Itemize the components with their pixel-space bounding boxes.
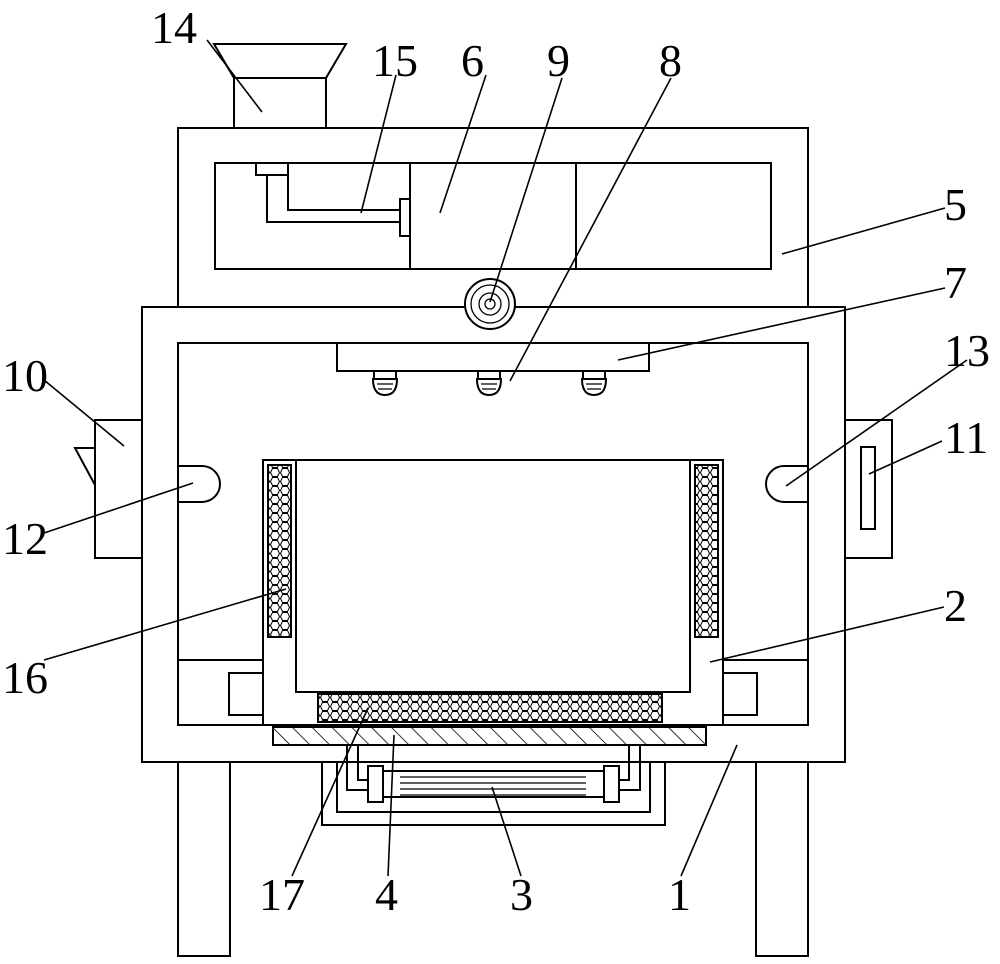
leader-1 [680, 744, 738, 877]
right-leg [755, 761, 809, 957]
label-3: 3 [510, 869, 533, 920]
label-12: 12 [2, 513, 48, 564]
right-hanger [619, 745, 641, 791]
leader-11 [868, 440, 943, 475]
label-8: 8 [659, 35, 682, 86]
left-filter-mesh [267, 464, 292, 638]
pipe [266, 175, 402, 223]
fan-outer [464, 278, 516, 330]
upper-housing [177, 127, 809, 309]
label-1: 1 [668, 869, 691, 920]
heater-fins [400, 776, 586, 796]
label-7: 7 [944, 257, 967, 308]
leader-12 [43, 482, 194, 534]
hopper-neck [233, 77, 327, 129]
label-2: 2 [944, 580, 967, 631]
right-support-block [722, 672, 758, 716]
label-5: 5 [944, 179, 967, 230]
leader-15 [360, 74, 397, 214]
basket-inner [295, 460, 691, 693]
left-end-cap [367, 765, 384, 803]
label-13: 13 [944, 325, 990, 376]
bottom-filter-mesh [317, 693, 663, 723]
leader-9 [489, 77, 563, 303]
nozzle-middle [475, 370, 503, 397]
nozzle-right [580, 370, 608, 397]
pipe-flange [399, 198, 411, 237]
leader-10 [43, 379, 125, 447]
left-side-spout [73, 447, 96, 486]
left-side-box [94, 419, 143, 559]
leader-2 [709, 606, 945, 663]
fan-mid [470, 284, 510, 324]
label-10: 10 [2, 350, 48, 401]
fan-hub [484, 298, 496, 310]
label-17: 17 [259, 869, 305, 920]
leader-5 [781, 207, 946, 255]
leader-8 [509, 77, 672, 382]
right-bearing [765, 465, 809, 503]
hopper-funnel [212, 43, 348, 79]
heater-inner-bracket [336, 762, 651, 813]
right-filter-mesh [694, 464, 719, 638]
right-end-cap [603, 765, 620, 803]
leader-7 [617, 287, 946, 361]
label-11: 11 [944, 412, 988, 463]
nozzle-left [371, 370, 399, 397]
basket [262, 459, 724, 726]
leader-17 [291, 707, 369, 877]
label-9: 9 [547, 35, 570, 86]
label-6: 6 [461, 35, 484, 86]
label-4: 4 [375, 869, 398, 920]
leader-16 [43, 588, 287, 661]
leader-14 [206, 39, 263, 113]
leader-3 [491, 786, 522, 877]
left-support-block [228, 672, 264, 716]
label-16: 16 [2, 652, 48, 703]
left-leg [177, 761, 231, 957]
leader-6 [439, 74, 487, 214]
fan-ring [478, 292, 502, 316]
heater-outer-bracket [321, 762, 666, 826]
pipe-top-fitting [255, 162, 289, 176]
motor-chamber [214, 162, 772, 270]
spray-manifold [336, 342, 650, 372]
hatched-plate [272, 726, 707, 746]
label-14: 14 [151, 2, 197, 53]
left-bearing [177, 465, 221, 503]
left-hanger [346, 745, 368, 791]
label-15: 15 [372, 35, 418, 86]
leader-4 [387, 734, 395, 877]
leader-13 [785, 359, 968, 487]
sight-window [860, 446, 876, 530]
